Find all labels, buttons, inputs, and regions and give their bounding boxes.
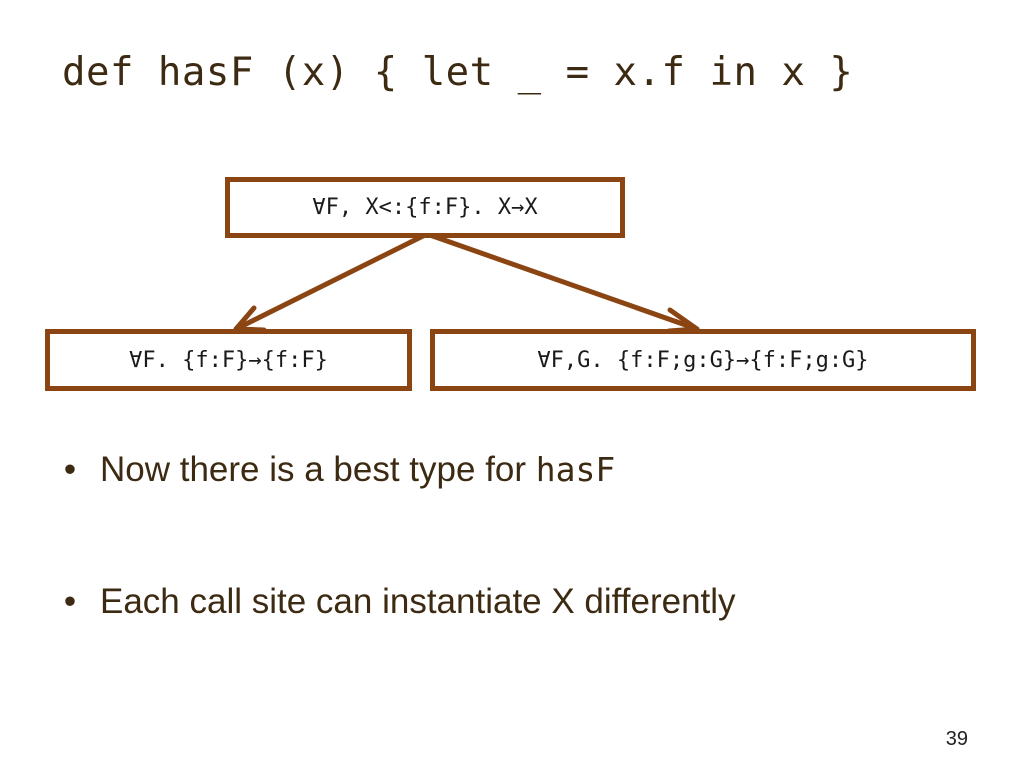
- bullet-item: • Each call site can instantiate X diffe…: [60, 580, 736, 624]
- bullet-list: • Now there is a best type for hasF • Ea…: [60, 448, 736, 624]
- slide-title: def hasF (x) { let _ = x.f in x }: [62, 50, 854, 95]
- diagram-node-top: ∀F, X<:{f:F}. X→X: [225, 177, 625, 238]
- diagram-node-left: ∀F. {f:F}→{f:F}: [45, 329, 412, 391]
- bullet-text: Each call site can instantiate X differe…: [100, 582, 736, 621]
- bullet-item: • Now there is a best type for hasF: [60, 448, 736, 492]
- page-number: 39: [945, 728, 968, 750]
- edge-to-right-box: [424, 231, 700, 332]
- bullet-dot: •: [63, 450, 77, 489]
- bullet-text: Now there is a best type for: [100, 450, 536, 489]
- bullet-dot: •: [63, 582, 77, 621]
- diagram-node-right: ∀F,G. {f:F;g:G}→{f:F;g:G}: [430, 329, 976, 391]
- bullet-code: hasF: [535, 450, 616, 489]
- edge-to-left-box: [233, 231, 430, 332]
